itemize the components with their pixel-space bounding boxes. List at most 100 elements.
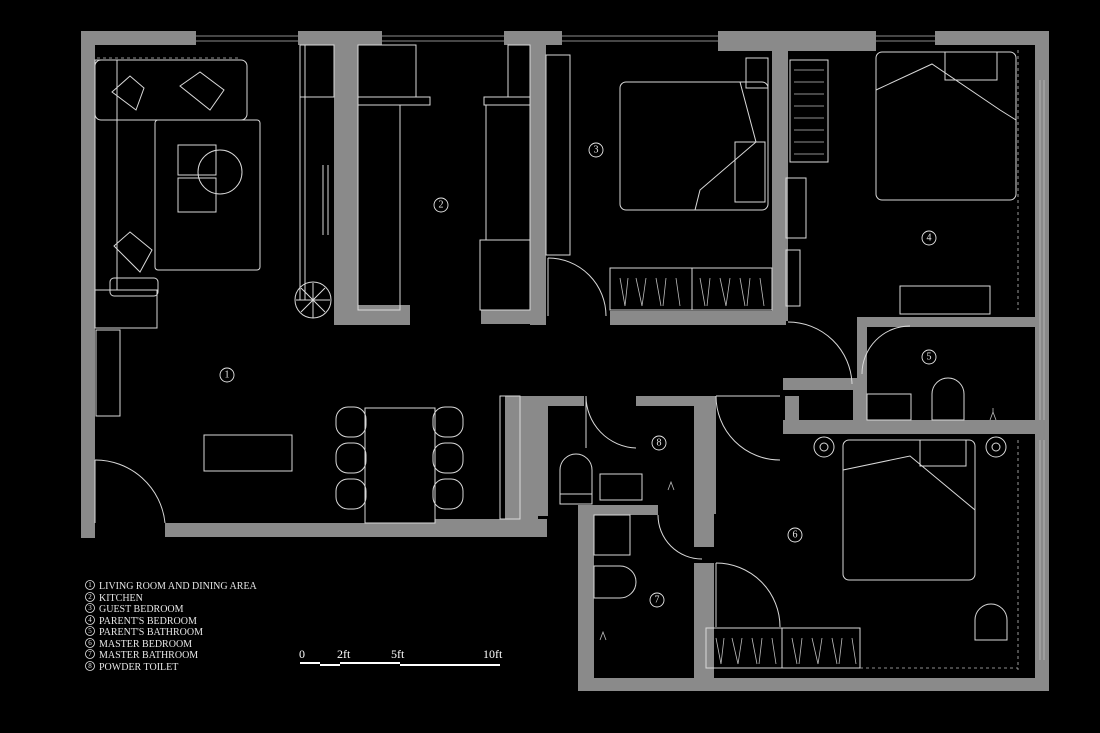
room-marker-6-number: 6: [793, 530, 798, 541]
legend-label: POWDER TOILET: [99, 662, 178, 673]
toilet-icon: [593, 565, 637, 599]
shelf: [789, 59, 829, 163]
cushion-icon: [179, 71, 225, 111]
guest-bedroom-furniture: [545, 54, 773, 317]
desk: [899, 285, 991, 315]
parents-bathroom-fixtures: [866, 377, 997, 421]
master-bedroom-furniture: [705, 436, 1018, 669]
counter-right: [485, 104, 531, 241]
room-marker-8-number: 8: [657, 438, 662, 449]
room-marker-3-number: 3: [594, 145, 599, 156]
legend-item: 7 MASTER BATHROOM: [85, 649, 198, 661]
fridge: [357, 44, 417, 98]
legend-number: 6: [88, 639, 92, 647]
scale-label-5ft: 5ft: [391, 647, 405, 661]
kitchen-furniture: [357, 44, 531, 520]
toilet-icon: [931, 377, 965, 421]
dining-table: [335, 406, 464, 524]
door-swing: [861, 325, 911, 375]
legend-item: 3 GUEST BEDROOM: [85, 603, 184, 615]
counter-left: [357, 104, 401, 311]
room-marker-2-number: 2: [439, 200, 444, 211]
legend-label: LIVING ROOM AND DINING AREA: [99, 581, 258, 592]
side-table: [177, 177, 217, 213]
legend-item: 4 PARENT'S BEDROOM: [85, 615, 197, 627]
plant-icon: [294, 281, 332, 319]
windows: [97, 35, 1045, 670]
coffee-table: [177, 144, 217, 176]
closet: [609, 267, 773, 311]
tv-console: [203, 434, 293, 472]
sofa-side: [94, 59, 118, 291]
bed-cover: [875, 63, 1017, 121]
legend-label: MASTER BATHROOM: [99, 650, 198, 661]
door-swing: [547, 257, 607, 317]
tap-icon: [989, 408, 997, 421]
cushion-icon: [113, 231, 153, 273]
room-marker-7-number: 7: [655, 595, 660, 606]
bed-cover: [694, 81, 757, 211]
legend-item: 2 KITCHEN: [85, 592, 143, 604]
bed: [842, 439, 976, 581]
legend-number: 1: [88, 581, 92, 589]
legend-number: 3: [88, 604, 92, 612]
door-swing: [657, 514, 703, 560]
door-swing: [787, 321, 853, 385]
wardrobe: [545, 54, 571, 256]
chair-icon: [974, 603, 1008, 641]
legend-item: 6 MASTER BEDROOM: [85, 638, 192, 650]
toilet-icon: [559, 453, 593, 495]
nightstand: [785, 177, 807, 239]
closet: [705, 627, 861, 669]
scale-label-2ft: 2ft: [337, 647, 351, 661]
door-swing: [715, 562, 781, 628]
counter-lower: [479, 239, 531, 311]
powder-toilet-fixtures: [559, 395, 781, 505]
legend-number: 7: [88, 650, 92, 658]
legend: 1 LIVING ROOM AND DINING AREA 2 KITCHEN …: [85, 580, 258, 673]
bed-cover: [842, 455, 976, 511]
round-table: [197, 149, 243, 195]
living-room-furniture: [94, 44, 464, 524]
legend-label: GUEST BEDROOM: [99, 604, 184, 615]
console: [95, 329, 121, 417]
lamp: [985, 436, 1007, 458]
legend-label: MASTER BEDROOM: [99, 639, 192, 650]
legend-number: 5: [88, 627, 92, 635]
room-marker-7: 7: [649, 592, 665, 608]
bed: [875, 51, 1017, 201]
shower: [593, 514, 631, 556]
legend-item: 8 POWDER TOILET: [85, 661, 178, 673]
room-marker-6: 6: [787, 527, 803, 543]
legend-item: 1 LIVING ROOM AND DINING AREA: [85, 580, 258, 592]
legend-number: 2: [88, 593, 92, 601]
door-swing: [94, 459, 166, 524]
legend-label: PARENT'S BEDROOM: [99, 616, 197, 627]
room-markers: 1 2 3 4 5 6 7 8: [219, 142, 937, 608]
room-marker-1: 1: [219, 367, 235, 383]
scale-label-10ft: 10ft: [483, 647, 503, 661]
rug: [154, 119, 261, 271]
legend-label: PARENT'S BATHROOM: [99, 627, 203, 638]
parents-bedroom-furniture: [785, 51, 1017, 385]
bed: [619, 81, 769, 211]
lamp: [813, 436, 835, 458]
legend-label: KITCHEN: [99, 593, 143, 604]
room-marker-5: 5: [921, 349, 937, 365]
scale-bar: 0 2ft 5ft 10ft: [299, 647, 503, 666]
walls: [81, 31, 1049, 691]
legend-item: 5 PARENT'S BATHROOM: [85, 626, 203, 638]
room-marker-5-number: 5: [927, 352, 932, 363]
vanity: [866, 393, 912, 421]
room-marker-4: 4: [921, 230, 937, 246]
room-marker-1-number: 1: [225, 370, 230, 381]
door-swing: [585, 395, 637, 449]
room-marker-2: 2: [433, 197, 449, 213]
scale-label-0: 0: [299, 647, 305, 661]
master-bathroom-fixtures: [593, 514, 703, 641]
legend-number: 8: [88, 662, 92, 670]
sink: [599, 473, 643, 501]
room-marker-4-number: 4: [927, 233, 932, 244]
cushion-icon: [111, 75, 145, 111]
